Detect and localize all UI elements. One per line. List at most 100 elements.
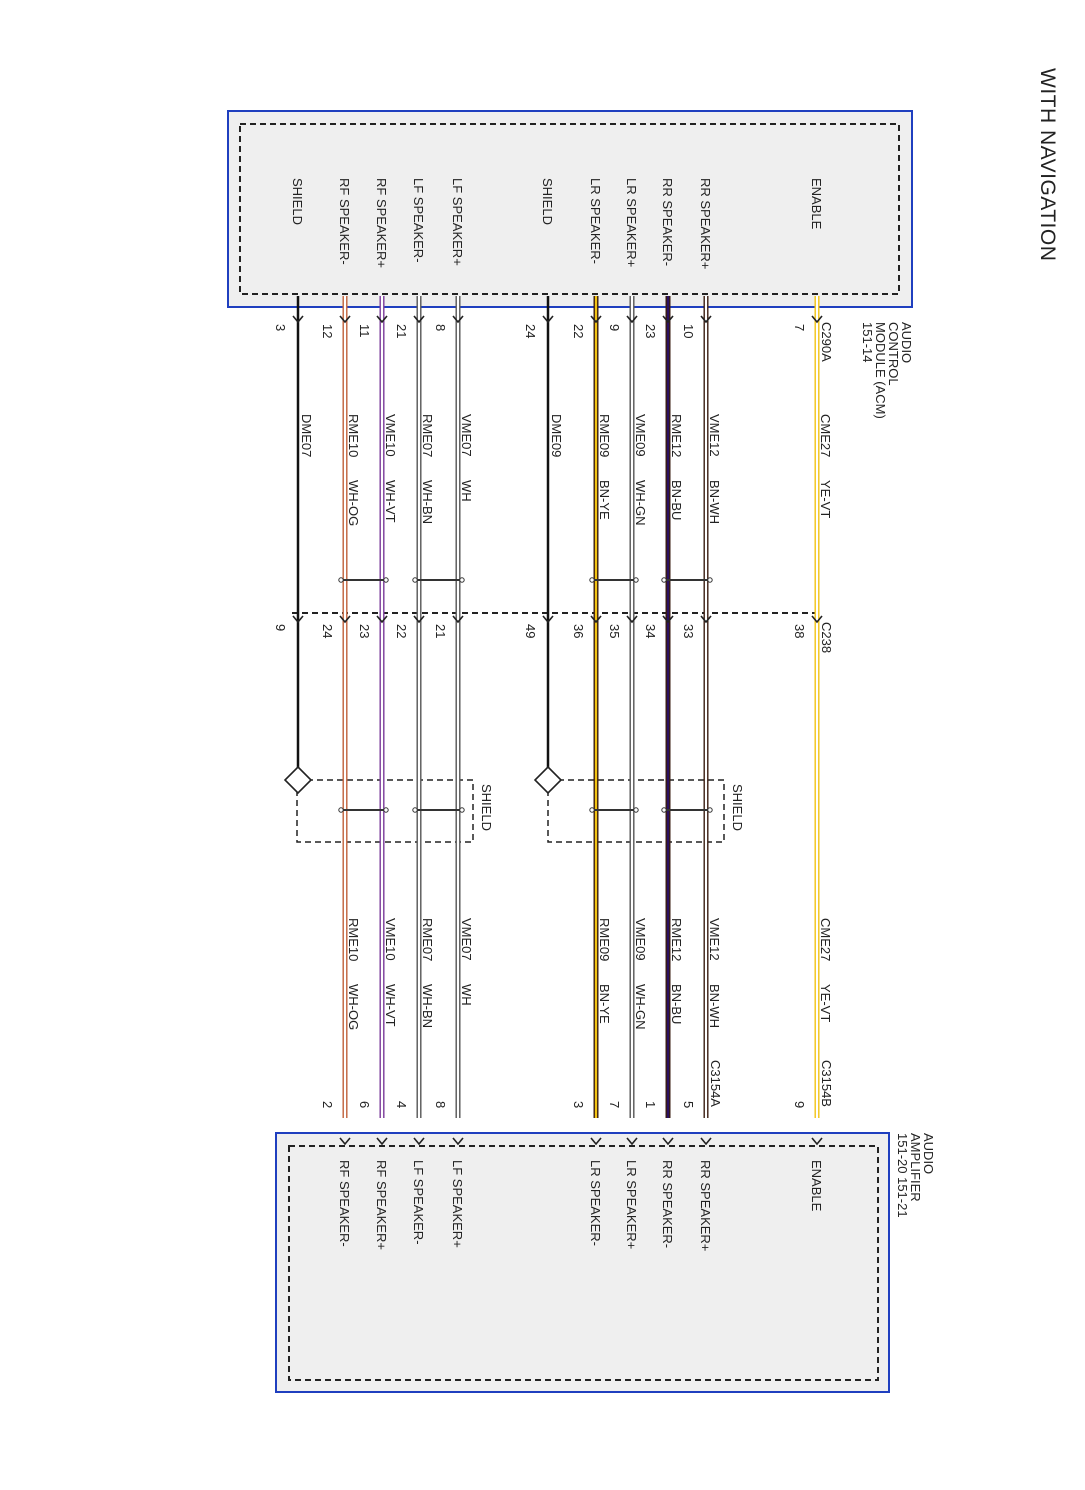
circuit-id-upper-lr_pos: VME09 xyxy=(633,414,648,457)
twist-dot-b-0-rf_pos xyxy=(383,577,389,583)
acm-module: AUDIO CONTROL MODULE (ACM) 151-14 C290A xyxy=(227,110,914,419)
amp-pin-label-lf_pos: LF SPEAKER+ xyxy=(450,1160,465,1248)
acm-dashed-border xyxy=(239,123,900,295)
twist-dot-b-0-rr_pos xyxy=(707,577,713,583)
amp-pin-number-rr_neg: 1 xyxy=(643,1101,658,1108)
c238-pin-number-lf_neg: 22 xyxy=(394,624,409,638)
acm-name-line-4: 151-14 xyxy=(860,322,875,362)
acm-pin-number-lr_neg: 22 xyxy=(571,324,586,338)
circuit-id-upper-enable: CME27 xyxy=(818,414,833,457)
c238-pin-number-lr_neg: 36 xyxy=(571,624,586,638)
amp-arrow-lr_pos xyxy=(626,1137,638,1146)
amp-module: AUDIO AMPLIFIER 151-20 151-21 C3154B C31… xyxy=(275,1060,936,1393)
c238-arrow-lf_pos xyxy=(452,615,464,624)
color-code-lower-lf_neg: WH-BN xyxy=(420,984,435,1028)
acm-arrow-enable xyxy=(811,315,823,324)
twist-markers xyxy=(338,577,713,813)
amp-arrow-rf_pos xyxy=(376,1137,388,1146)
color-code-lower-rf_neg: WH-OG xyxy=(346,984,361,1030)
c238-arrow-lf_neg xyxy=(413,615,425,624)
circuit-id-lower-enable: CME27 xyxy=(818,918,833,961)
acm-pin-number-shield_r: 24 xyxy=(523,324,538,338)
shield-groups: SHIELD SHIELD xyxy=(296,779,745,843)
amp-pin-number-rf_neg: 2 xyxy=(320,1101,335,1108)
color-code-lower-lr_pos: WH-GN xyxy=(633,984,648,1030)
acm-name-line-3: MODULE (ACM) xyxy=(873,322,888,419)
acm-arrow-lf_pos xyxy=(452,315,464,324)
acm-connector-label: C290A xyxy=(819,322,834,362)
c238-arrow-rr_pos xyxy=(700,615,712,624)
color-code-lower-rr_neg: BN-BU xyxy=(669,984,684,1024)
amp-name-line-2: AMPLIFIER xyxy=(908,1133,923,1202)
amp-pin-number-lr_pos: 7 xyxy=(607,1101,622,1108)
acm-pin-number-lf_pos: 8 xyxy=(433,324,448,331)
amp-connector-b-label: C3154B xyxy=(819,1060,834,1107)
color-code-upper-enable: YE-VT xyxy=(818,480,833,518)
acm-pin-number-enable: 7 xyxy=(792,324,807,331)
c238-label: C238 xyxy=(819,622,834,653)
amp-arrow-enable xyxy=(811,1137,823,1146)
color-code-upper-lf_pos: WH xyxy=(459,480,474,502)
color-code-lower-enable: YE-VT xyxy=(818,984,833,1022)
acm-pin-label-rf_pos: RF SPEAKER+ xyxy=(374,178,389,268)
color-code-lower-lf_pos: WH xyxy=(459,984,474,1006)
amp-arrow-rr_neg xyxy=(662,1137,674,1146)
acm-pin-number-lf_neg: 21 xyxy=(394,324,409,338)
c238-arrow-lr_neg xyxy=(590,615,602,624)
circuit-id-upper-lf_pos: VME07 xyxy=(459,414,474,457)
amp-pin-label-rf_pos: RF SPEAKER+ xyxy=(374,1160,389,1250)
c238-arrow-shield_r xyxy=(542,615,554,624)
amp-pin-label-lr_pos: LR SPEAKER+ xyxy=(624,1160,639,1249)
circuit-id-upper-shield_r: DME09 xyxy=(549,414,564,457)
amp-pin-number-rf_pos: 6 xyxy=(357,1101,372,1108)
circuit-id-lower-rf_neg: RME10 xyxy=(346,918,361,961)
amp-name-line-3: 151-20 151-21 xyxy=(895,1133,910,1218)
amp-name-line-1: AUDIO xyxy=(921,1133,936,1174)
amp-arrow-lf_pos xyxy=(452,1137,464,1146)
acm-pin-number-rr_neg: 23 xyxy=(643,324,658,338)
color-code-upper-rf_neg: WH-OG xyxy=(346,480,361,526)
acm-arrow-rf_neg xyxy=(339,315,351,324)
color-code-upper-lr_neg: BN-YE xyxy=(597,480,612,520)
c238-pin-number-shield_r: 49 xyxy=(523,624,538,638)
acm-arrow-shield_r xyxy=(542,315,554,324)
circuit-id-lower-lf_neg: RME07 xyxy=(420,918,435,961)
c238-pin-number-lf_pos: 21 xyxy=(433,624,448,638)
twist-dot-a-0-lf_pos xyxy=(412,577,418,583)
diagram-title: WITH NAVIGATION xyxy=(1036,68,1059,261)
shield-label-front: SHIELD xyxy=(479,784,494,831)
amp-pin-label-enable: ENABLE xyxy=(809,1160,824,1212)
amp-pin-label-rr_neg: RR SPEAKER- xyxy=(660,1160,675,1248)
color-code-upper-rr_pos: BN-WH xyxy=(707,480,722,524)
twist-dot-a-0-rr_pos xyxy=(661,577,667,583)
color-code-upper-lf_neg: WH-BN xyxy=(420,480,435,524)
acm-arrow-lr_pos xyxy=(626,315,638,324)
c238-arrow-rr_neg xyxy=(662,615,674,624)
twist-dot-b-0-lf_pos xyxy=(459,577,465,583)
acm-arrow-rf_pos xyxy=(376,315,388,324)
twist-dot-a-1-rr_pos xyxy=(661,807,667,813)
twist-dot-b-1-lr_pos xyxy=(633,807,639,813)
twist-dot-b-0-lr_pos xyxy=(633,577,639,583)
amp-pin-number-lf_pos: 8 xyxy=(433,1101,448,1108)
acm-pin-number-shield_f: 3 xyxy=(273,324,288,331)
amp-pin-label-lf_neg: LF SPEAKER- xyxy=(411,1160,426,1245)
inline-connector: C238 xyxy=(292,612,834,653)
amp-pin-label-rr_pos: RR SPEAKER+ xyxy=(698,1160,713,1251)
c238-pin-number-shield_f: 9 xyxy=(273,624,288,631)
circuit-id-lower-lr_neg: RME09 xyxy=(597,918,612,961)
acm-name-line-2: CONTROL xyxy=(886,322,901,386)
color-code-upper-lr_pos: WH-GN xyxy=(633,480,648,526)
acm-arrow-rr_neg xyxy=(662,315,674,324)
c238-arrow-rf_neg xyxy=(339,615,351,624)
c238-pin-number-lr_pos: 35 xyxy=(607,624,622,638)
shield-box-rear xyxy=(547,779,725,843)
